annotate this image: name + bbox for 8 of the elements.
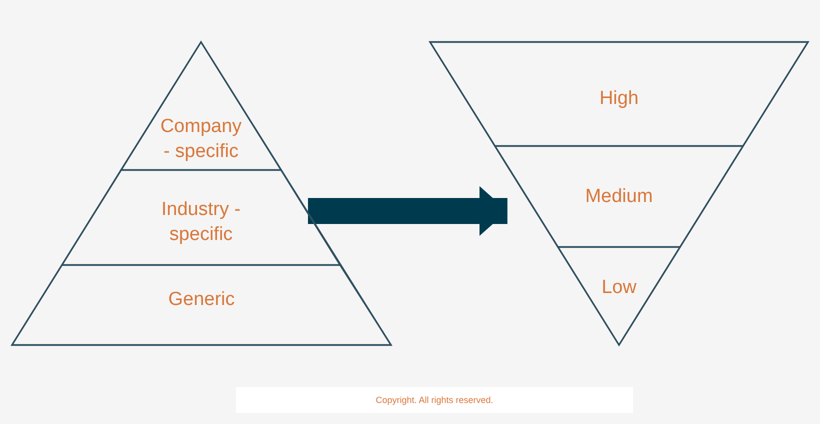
level-label: High [598, 87, 640, 111]
level-label: Company - specific [159, 115, 243, 164]
copyright-note: Copyright. All rights reserved. [236, 387, 633, 413]
level-label: Industry - specific [160, 198, 242, 247]
level-label: Generic [167, 288, 236, 312]
level-label: Medium [584, 185, 654, 209]
arrow [308, 186, 508, 236]
level-label: Low [600, 276, 638, 300]
